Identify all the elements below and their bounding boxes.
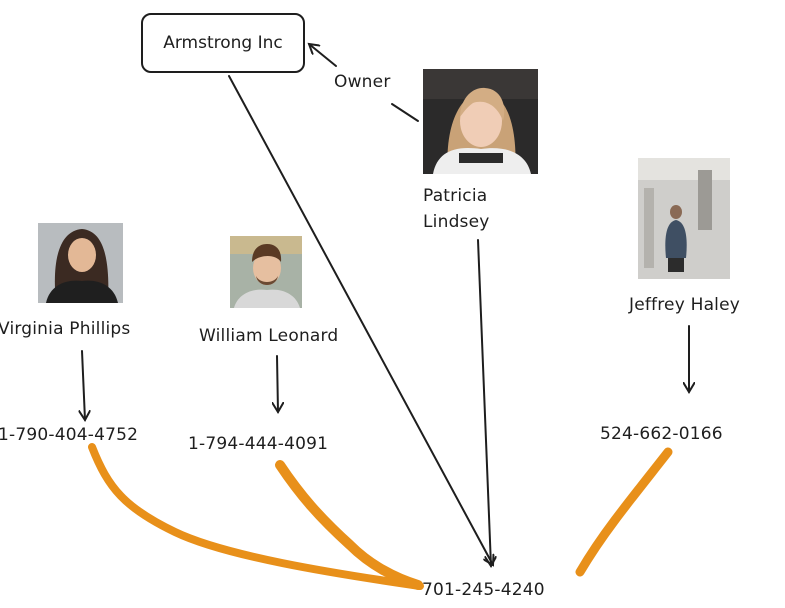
photo-jeffrey-haley[interactable] — [638, 158, 730, 279]
photo-william-leonard[interactable] — [230, 236, 302, 308]
phone-shared: 701-245-4240 — [422, 580, 545, 600]
virginia-phone-link — [88, 443, 424, 590]
virginia-to-phone-arrow — [82, 350, 85, 420]
phone-william: 1-794-444-4091 — [188, 434, 329, 454]
photo-virginia-phillips[interactable] — [38, 223, 123, 303]
photo-patricia-lindsey[interactable] — [423, 69, 538, 174]
owner-edge-label: Owner — [334, 72, 391, 92]
owner-edge-line — [391, 103, 419, 122]
patricia-name-line1: Patricia — [423, 186, 488, 206]
company-to-shared-phone-arrow — [228, 75, 493, 565]
patricia-name-line2: Lindsey — [423, 212, 490, 232]
patricia-to-shared-phone-arrow — [477, 239, 491, 566]
william-phone-link — [275, 460, 423, 590]
jeffrey-phone-link — [575, 447, 673, 577]
company-name: Armstrong Inc — [163, 33, 283, 53]
jeffrey-name: Jeffrey Haley — [629, 295, 741, 315]
william-to-phone-arrow — [277, 355, 278, 412]
company-node[interactable]: Armstrong Inc — [141, 13, 305, 73]
phone-jeffrey: 524-662-0166 — [600, 424, 723, 444]
william-name: William Leonard — [199, 326, 339, 346]
virginia-name: Virginia Phillips — [0, 319, 131, 339]
phone-virginia: 1-790-404-4752 — [0, 425, 139, 445]
owner-edge-arrow — [309, 44, 337, 67]
